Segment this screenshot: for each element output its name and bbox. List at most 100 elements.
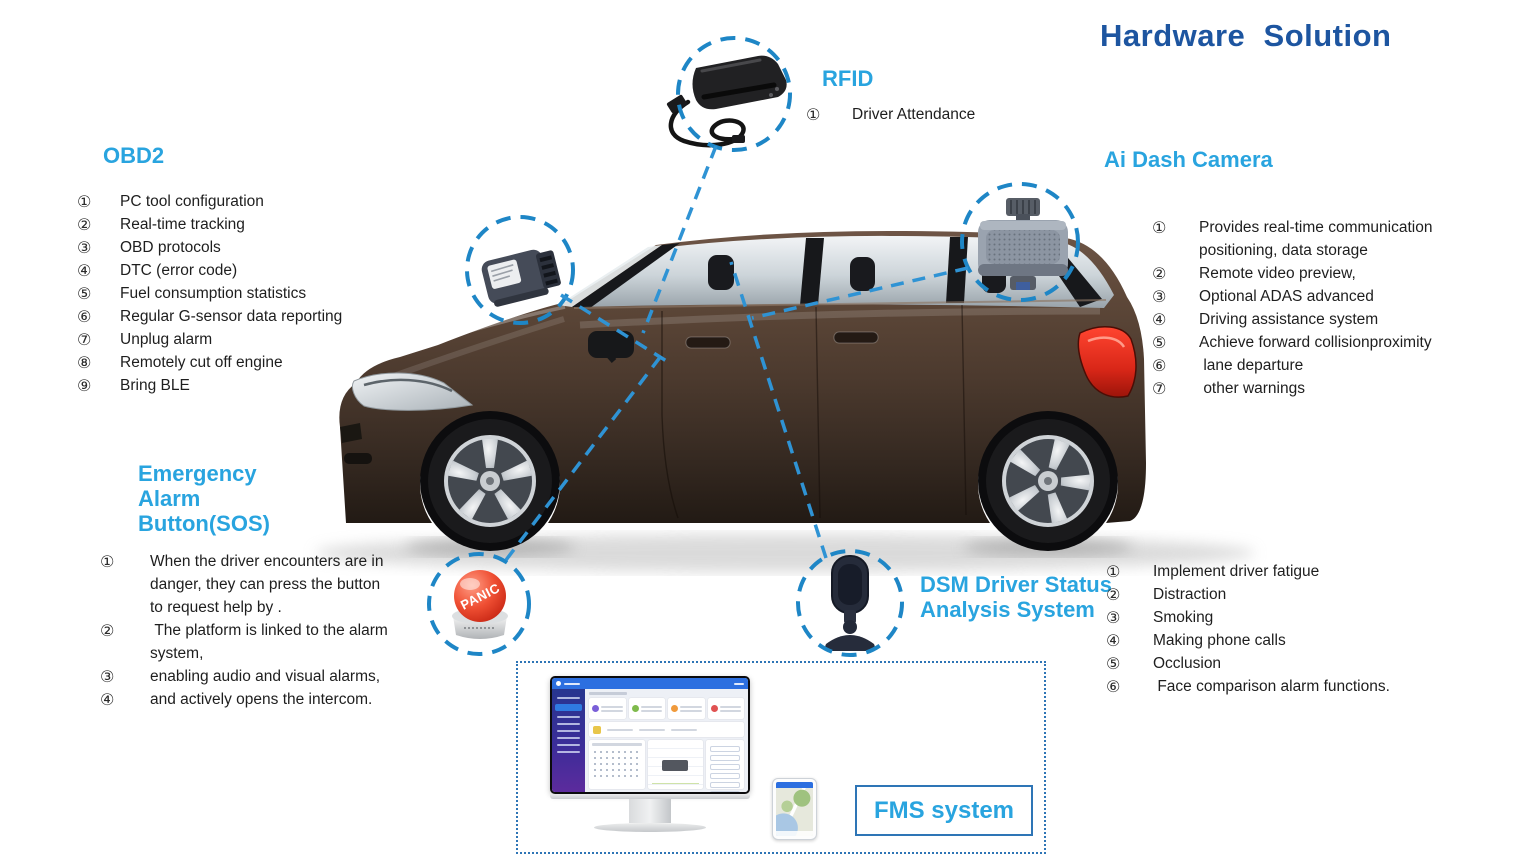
- item-number: ②: [1106, 585, 1121, 604]
- list-item: ④ DTC (error code): [77, 259, 342, 282]
- item-number: ③: [1106, 608, 1121, 627]
- item-number: ②: [77, 215, 92, 234]
- door-seam-1: [661, 311, 679, 519]
- grille-slot: [340, 423, 362, 443]
- door-seam-2: [815, 306, 821, 519]
- sos-heading: Emergency Alarm Button(SOS): [138, 461, 270, 536]
- item-number: ④: [1152, 310, 1167, 329]
- item-text: Smoking: [1153, 609, 1214, 626]
- dsm-base: [825, 635, 875, 651]
- dash-camera-dashed-circle: [960, 182, 1080, 302]
- panic-dashed-circle: [427, 552, 531, 656]
- item-number: ⑦: [77, 330, 92, 349]
- headrest-mid: [850, 257, 875, 291]
- list-item: ⑤ Occlusion: [1106, 652, 1390, 675]
- windshield-sliver: [558, 245, 662, 307]
- stat-card: [668, 698, 705, 719]
- obd2-dongle-device: [481, 249, 561, 307]
- a-pillar: [572, 243, 680, 308]
- panic-button-device: PANIC: [452, 570, 508, 639]
- online-icon: [631, 705, 639, 712]
- rfid-connector: [666, 94, 688, 114]
- headrest-front: [708, 255, 734, 290]
- item-text: OBD protocols: [120, 239, 221, 256]
- headlight-detail: [363, 378, 453, 393]
- item-text: The platform is linked to the alarm syst…: [150, 622, 393, 662]
- rfid-heading: RFID: [822, 66, 874, 91]
- rear-wheel: [978, 411, 1118, 551]
- rfid-list: ① Driver Attendance: [806, 103, 975, 126]
- fog-slot: [344, 453, 372, 464]
- item-number: ②: [100, 621, 115, 640]
- obd2-dashed-circle: [465, 215, 575, 325]
- fms-label: FMS system: [873, 796, 1015, 824]
- list-item: ② Remote video preview,: [1152, 262, 1470, 285]
- item-text: Face comparison alarm functions.: [1153, 678, 1390, 695]
- dashboard-content: [585, 689, 748, 792]
- vehicles-icon: [592, 705, 599, 712]
- item-text: PC tool configuration: [120, 193, 264, 210]
- item-number: ①: [1152, 218, 1167, 237]
- dsm-connector-line: [729, 261, 828, 559]
- dashboard-quick-links: [706, 740, 744, 792]
- item-text: lane departure: [1199, 357, 1304, 374]
- rfid-dashed-circle: [676, 36, 792, 152]
- dash-camera-device: [978, 198, 1068, 290]
- sidebar-item: [557, 716, 580, 718]
- item-number: ⑥: [1152, 356, 1167, 375]
- sidebar-item: [557, 697, 580, 699]
- list-item: ① When the driver encounters are in dang…: [100, 550, 388, 619]
- stat-card: [589, 698, 626, 719]
- item-text: Fuel consumption statistics: [120, 285, 307, 302]
- obd2-label-sticker: [487, 259, 522, 289]
- item-number: ①: [806, 105, 821, 124]
- list-item: ⑦ other warnings: [1152, 377, 1470, 400]
- list-item: ③ Optional ADAS advanced: [1152, 285, 1470, 308]
- dsm-dashed-circle: [796, 549, 904, 657]
- item-number: ⑥: [1106, 677, 1121, 696]
- obd2-heading: OBD2: [103, 143, 165, 168]
- fms-monitor: [550, 676, 750, 840]
- item-text: Unplug alarm: [120, 331, 213, 348]
- obd2-list: ① PC tool configuration ② Real-time trac…: [77, 190, 342, 397]
- item-number: ②: [1152, 264, 1167, 283]
- list-item: ③ Smoking: [1106, 606, 1390, 629]
- list-item: ④ and actively opens the intercom.: [100, 688, 388, 711]
- fms-dashboard: [552, 678, 748, 792]
- rfid-reader-device: [666, 55, 787, 148]
- dsm-camera-device: [825, 555, 875, 651]
- belt-trim: [573, 299, 1107, 309]
- item-number: ③: [100, 667, 115, 686]
- sidebar-item-active: [555, 704, 582, 711]
- phone-map-screen: [776, 782, 813, 836]
- item-text: Distraction: [1153, 586, 1227, 603]
- door-seam-3: [961, 304, 967, 516]
- list-item: ① Provides real-time communication posit…: [1152, 216, 1470, 262]
- dashboard-logo-icon: [556, 681, 561, 686]
- item-number: ④: [77, 261, 92, 280]
- item-text: and actively opens the intercom.: [150, 691, 373, 708]
- dashboard-stat-cards: [589, 698, 744, 719]
- dashboard-sidebar: [552, 689, 585, 792]
- monitor-screen: [550, 676, 750, 794]
- list-item: ④ Driving assistance system: [1152, 308, 1470, 331]
- item-text: enabling audio and visual alarms,: [150, 668, 381, 685]
- page-title: Hardware Solution: [1100, 18, 1392, 53]
- rfid-connector-line: [641, 145, 718, 334]
- list-item: ⑥ lane departure: [1152, 354, 1470, 377]
- hood-highlight: [359, 305, 566, 367]
- drivers-icon: [671, 705, 678, 712]
- item-number: ③: [1152, 287, 1167, 306]
- item-number: ①: [100, 552, 115, 571]
- item-number: ⑥: [77, 307, 92, 326]
- item-text: Driving assistance system: [1199, 311, 1379, 328]
- list-item: ② Distraction: [1106, 583, 1390, 606]
- monitor-bezel: [550, 794, 750, 799]
- item-text: When the driver encounters are in danger…: [150, 553, 388, 616]
- phone-topbar: [776, 782, 813, 788]
- sidebar-item: [557, 730, 580, 732]
- item-text: Remotely cut off engine: [120, 354, 283, 371]
- list-item: ③ OBD protocols: [77, 236, 342, 259]
- sidebar-item: [557, 751, 580, 753]
- obd2-connector-line: [560, 293, 669, 364]
